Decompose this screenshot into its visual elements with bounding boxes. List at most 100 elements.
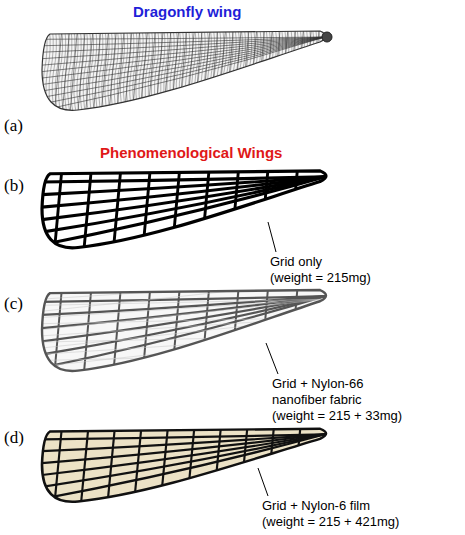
vein bbox=[40, 177, 325, 208]
cross-vein bbox=[187, 28, 195, 118]
cross-vein bbox=[155, 28, 163, 118]
fine-vein bbox=[309, 28, 313, 118]
vein bbox=[40, 296, 325, 328]
fine-vein bbox=[105, 28, 109, 118]
cross-vein bbox=[233, 28, 241, 118]
wing-outline bbox=[42, 171, 326, 248]
fine-vein bbox=[297, 28, 301, 118]
fine-vein bbox=[313, 28, 317, 118]
label-text: (b) bbox=[4, 178, 24, 194]
fine-vein bbox=[235, 28, 239, 118]
cross-vein bbox=[303, 28, 311, 118]
cross-vein bbox=[179, 28, 187, 118]
fine-vein bbox=[145, 28, 149, 118]
fiber bbox=[40, 281, 325, 312]
fine-vein bbox=[303, 28, 307, 118]
cross-vein bbox=[194, 28, 202, 118]
cross-vein bbox=[142, 287, 150, 379]
label-text: (c) bbox=[4, 296, 23, 312]
dragonfly-wing bbox=[40, 28, 332, 118]
cross-vein bbox=[81, 426, 89, 509]
cross-vein bbox=[134, 426, 142, 509]
fiber bbox=[40, 336, 325, 354]
fine-vein bbox=[99, 28, 103, 118]
cross-vein bbox=[201, 168, 209, 255]
fine-vein bbox=[294, 28, 298, 118]
fine-vein bbox=[133, 28, 137, 118]
fine-vein bbox=[254, 28, 258, 118]
grid-wing bbox=[40, 168, 326, 255]
fine-vein bbox=[130, 28, 134, 118]
cross-vein bbox=[293, 426, 301, 509]
cross-vein bbox=[311, 28, 319, 118]
fine-vein bbox=[173, 28, 177, 118]
cross-vein bbox=[70, 28, 78, 118]
fine-vein bbox=[158, 28, 162, 118]
label-text: Grid only bbox=[270, 254, 322, 270]
fine-vein bbox=[263, 28, 267, 118]
fine-vein bbox=[291, 28, 295, 118]
cross-vein bbox=[132, 28, 140, 118]
cross-vein bbox=[210, 28, 218, 118]
cross-vein bbox=[85, 28, 93, 118]
cross-vein bbox=[160, 426, 168, 509]
fine-vein bbox=[269, 28, 273, 118]
fine-vein bbox=[164, 28, 168, 118]
fine-vein bbox=[207, 28, 211, 118]
vein bbox=[40, 37, 325, 104]
fine-vein bbox=[232, 28, 236, 118]
fine-vein bbox=[151, 28, 155, 118]
fine-vein bbox=[275, 28, 279, 118]
fiber bbox=[40, 299, 325, 305]
fine-vein bbox=[229, 28, 233, 118]
cross-vein bbox=[260, 168, 268, 255]
fine-vein bbox=[282, 28, 286, 118]
fine-vein bbox=[83, 28, 87, 118]
fine-vein bbox=[161, 28, 165, 118]
fine-vein bbox=[179, 28, 183, 118]
cross-vein bbox=[140, 28, 148, 118]
cross-vein bbox=[231, 168, 239, 255]
cross-vein bbox=[142, 168, 150, 255]
cross-vein bbox=[218, 28, 226, 118]
cross-vein bbox=[290, 168, 298, 255]
fine-vein bbox=[154, 28, 158, 118]
fine-vein bbox=[189, 28, 193, 118]
fine-vein bbox=[74, 28, 78, 118]
fine-vein bbox=[71, 28, 75, 118]
fine-vein bbox=[213, 28, 217, 118]
label-text: (weight = 215 + 421mg) bbox=[262, 514, 399, 530]
fine-vein bbox=[300, 28, 304, 118]
cross-vein bbox=[202, 28, 210, 118]
fine-vein bbox=[278, 28, 282, 118]
fine-vein bbox=[65, 28, 69, 118]
cross-vein bbox=[296, 28, 304, 118]
fine-vein bbox=[127, 28, 131, 118]
fine-vein bbox=[192, 28, 196, 118]
fine-vein bbox=[266, 28, 270, 118]
fiber bbox=[40, 336, 325, 342]
fine-vein bbox=[204, 28, 208, 118]
fiber bbox=[40, 318, 325, 336]
fine-vein bbox=[195, 28, 199, 118]
cross-vein bbox=[163, 28, 171, 118]
fine-vein bbox=[86, 28, 90, 118]
fine-vein bbox=[89, 28, 93, 118]
fine-vein bbox=[136, 28, 140, 118]
fine-vein bbox=[167, 28, 171, 118]
fine-vein bbox=[80, 28, 84, 118]
cross-vein bbox=[54, 28, 62, 118]
cross-vein bbox=[148, 28, 156, 118]
wing-veins bbox=[40, 168, 325, 255]
cross-vein bbox=[231, 287, 239, 379]
fine-vein bbox=[257, 28, 261, 118]
fine-vein bbox=[120, 28, 124, 118]
cross-vein bbox=[290, 287, 298, 379]
fine-vein bbox=[247, 28, 251, 118]
cross-vein bbox=[187, 426, 195, 509]
fine-vein bbox=[316, 28, 320, 118]
wing-outline bbox=[42, 31, 326, 110]
fine-vein bbox=[260, 28, 264, 118]
fiber bbox=[40, 336, 325, 367]
fine-vein bbox=[58, 28, 62, 118]
